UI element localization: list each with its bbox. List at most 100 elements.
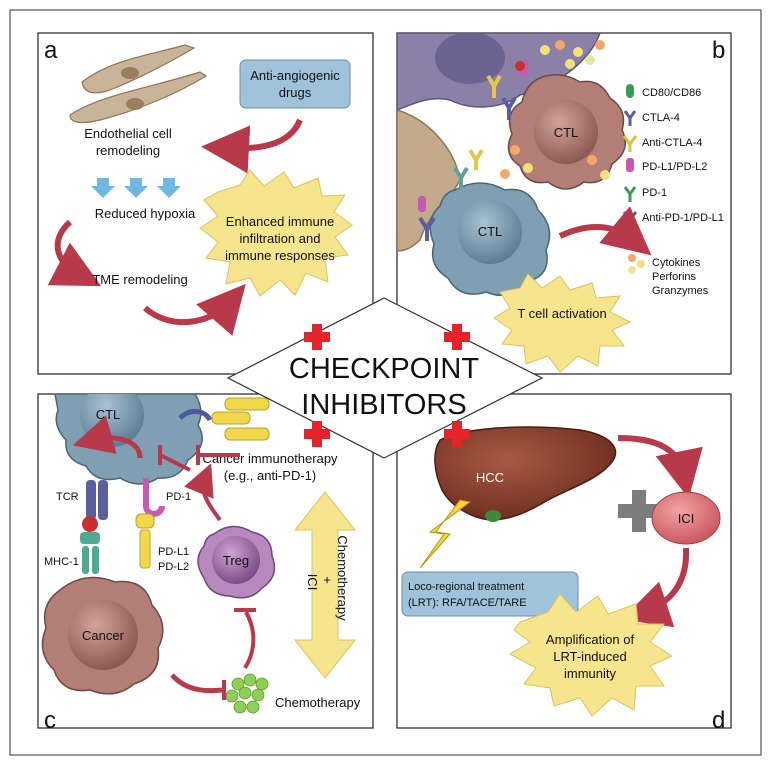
ctl-top-nucleus [534, 100, 598, 164]
pdl1-icon [626, 158, 634, 172]
ctl-activation-arrow [72, 415, 143, 459]
granzymes-label: Granzymes [652, 285, 709, 297]
legend-anti-pd1: Anti-PD-1/PD-L1 [642, 212, 724, 224]
down-arrows-icon [91, 178, 181, 198]
enhanced-label-line3: immune responses [225, 248, 335, 263]
arrow-tme-to-enhanced [143, 283, 246, 336]
cytokines-label: Cytokines [652, 257, 701, 269]
chemotherapy-label: Chemotherapy [275, 695, 361, 710]
inhibit-chemo-cancer-line [170, 673, 223, 694]
arrow-to-cytokines [558, 206, 652, 256]
perforins-label: Perforins [652, 271, 697, 283]
red-plus-icon-b [444, 324, 470, 350]
lrt-label-line1: Loco-regional treatment [408, 581, 524, 593]
ici-bubble [651, 491, 721, 545]
enhanced-immune-star [199, 169, 353, 297]
panel-b-letter: b [712, 37, 725, 64]
treg-nucleus [212, 536, 260, 584]
pdl1-ligand-icon [135, 513, 155, 569]
inhibit-chemo-treg-line [243, 611, 256, 670]
cytokine-legend-dots [628, 254, 645, 274]
ctl-bottom-label: CTL [478, 224, 503, 239]
mhc1-icon [80, 516, 100, 574]
legend-ctla4: CTLA-4 [642, 112, 680, 124]
pd1-receptor-icon [143, 478, 165, 517]
amplification-label-line3: immunity [564, 666, 617, 681]
amplification-star [508, 593, 674, 717]
ctl-top-label: CTL [554, 125, 579, 140]
arrow-drugs-to-endothelial [201, 118, 303, 174]
lrt-label-line2: (LRT): RFA/TACE/TARE [408, 597, 527, 609]
apc-nucleus [435, 33, 505, 84]
pd1-label: PD-1 [166, 491, 191, 503]
panel-a: a Anti-angiogenic drugs Endothelial cell… [37, 32, 374, 375]
panel-a-letter: a [44, 37, 58, 64]
endothelial-label-line1: Endothelial cell [84, 126, 172, 141]
cancer-label: Cancer [82, 628, 125, 643]
panel-d: HCC Loco-regional treatment (LRT): RFA/T… [396, 393, 732, 734]
panel-d-letter: d [712, 707, 725, 734]
tme-remodeling-label: TME remodeling [92, 272, 187, 287]
chemotherapy-dots-icon [225, 673, 269, 714]
mhc1-label: MHC-1 [44, 556, 79, 568]
title-line1: CHECKPOINT [289, 353, 479, 385]
arrow-treg-to-immuno [184, 463, 222, 522]
lrt-box [401, 571, 579, 617]
amplification-label-line1: Amplification of [546, 632, 635, 647]
reduced-hypoxia-label: Reduced hypoxia [95, 206, 196, 221]
panel-b: CTL CTL [396, 32, 732, 375]
cancer-nucleus [68, 600, 138, 670]
panel-b-legend: CD80/CD86 CTLA-4 Anti-CTLA-4 PD-L1/PD-L2… [622, 84, 724, 228]
lightning-bolt-icon [419, 499, 472, 569]
immunotherapy-label-line2: (e.g., anti-PD-1) [224, 468, 316, 483]
red-plus-icon-d [444, 421, 470, 447]
chemo-ici-double-arrow [293, 491, 357, 679]
arrow-liver-to-ici [617, 435, 703, 499]
drug-label-line1: Anti-angiogenic [250, 68, 340, 83]
legend-anti-ctla4: Anti-CTLA-4 [642, 137, 703, 149]
pdl2-label-c: PD-L2 [158, 561, 189, 573]
hcc-label: HCC [476, 470, 504, 485]
pd1-icon [623, 186, 637, 202]
enhanced-label-line2: infiltration and [240, 231, 321, 246]
liver-icon [434, 426, 617, 521]
red-plus-icon-a [304, 324, 330, 350]
tcr-icon [86, 480, 108, 520]
center-diamond: CHECKPOINT INHIBITORS [226, 297, 544, 459]
legend-pdl1: PD-L1/PD-L2 [642, 161, 707, 173]
ctl-bottom-nucleus [458, 200, 522, 264]
gallbladder-icon [485, 510, 501, 522]
chemo-ici-line3: ICI [305, 574, 320, 591]
endothelial-label-line2: remodeling [96, 143, 160, 158]
anti-pd1-antibody-icon [178, 397, 270, 441]
t-cell-activation-label: T cell activation [517, 306, 606, 321]
ctla4-icon [623, 110, 637, 126]
red-plus-icon-c [304, 421, 330, 447]
tcr-label: TCR [56, 491, 79, 503]
amplification-label-line2: LRT-induced [553, 649, 626, 664]
title-line2: INHIBITORS [301, 389, 466, 421]
cytokine-dots [500, 40, 610, 180]
legend-pd1: PD-1 [642, 187, 667, 199]
ici-label: ICI [678, 511, 695, 526]
treg-label: Treg [223, 553, 249, 568]
pdl1-label-c: PD-L1 [158, 546, 189, 558]
t-cell-activation-star [493, 273, 632, 373]
panel-c: CTL Cancer immunotherapy (e.g., anti-PD-… [37, 393, 374, 734]
panel-c-letter: c [44, 707, 56, 734]
receptor-cluster-icon [418, 60, 528, 241]
plus-icon-grey [618, 490, 660, 532]
chemo-ici-line1: Chemotherapy [335, 535, 350, 621]
enhanced-label-line1: Enhanced immune [226, 214, 334, 229]
anti-angiogenic-drugs-box [239, 59, 351, 109]
chemo-ici-line2: + [320, 576, 335, 584]
legend-cd80: CD80/CD86 [642, 87, 701, 99]
anti-ctla4-icon [622, 135, 638, 152]
endothelial-cells-icon [69, 44, 208, 124]
cd80-icon [626, 84, 634, 98]
arrow-ici-to-amplification [621, 547, 690, 628]
drug-label-line2: drugs [279, 85, 312, 100]
arrow-hypoxia-to-tme [47, 219, 102, 287]
